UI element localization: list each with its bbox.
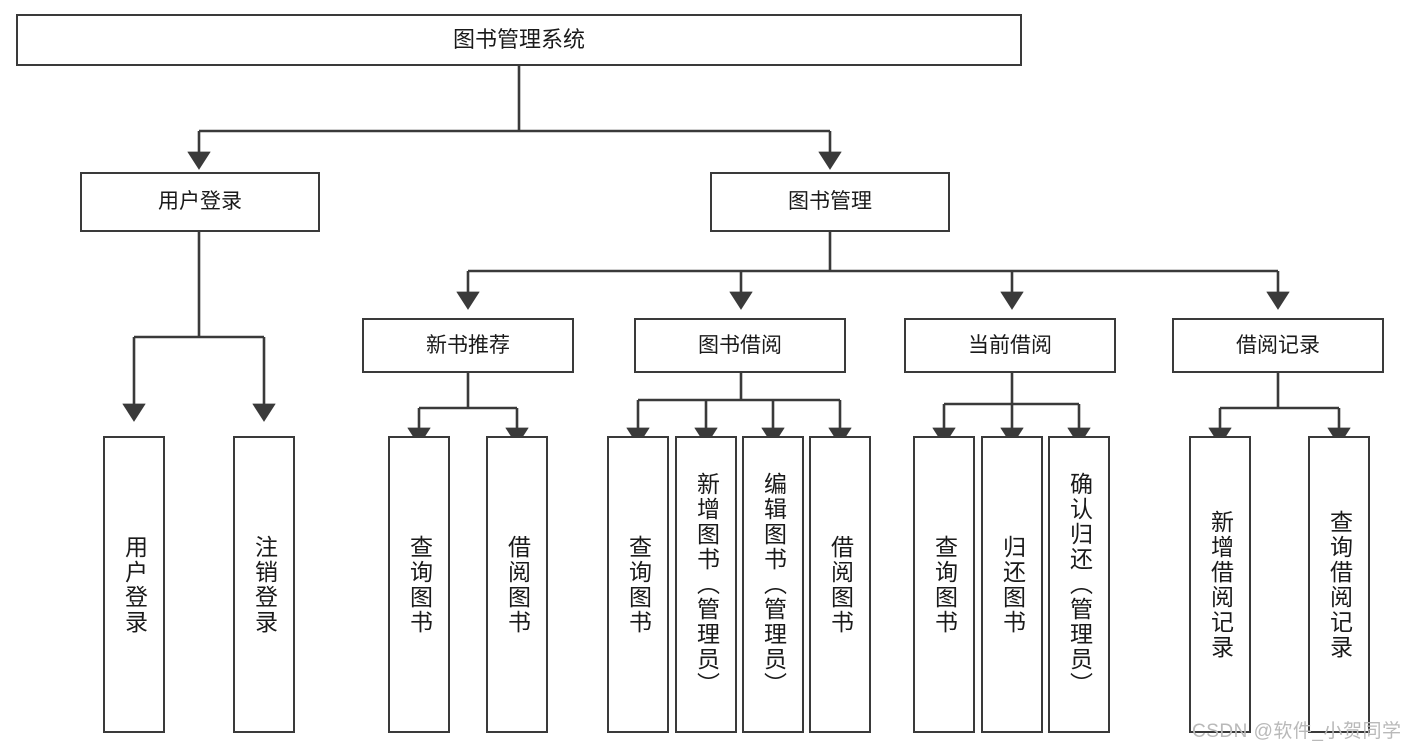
- node-leaf-borrow-book-1[interactable]: 借阅图书: [486, 436, 548, 733]
- node-user-login-label: 用户登录: [158, 190, 242, 214]
- node-leaf-query-book-3-label: 查询图书: [931, 534, 958, 635]
- node-leaf-query-record-label: 查询借阅记录: [1326, 509, 1353, 660]
- node-leaf-add-book[interactable]: 新增图书（管理员）: [675, 436, 737, 733]
- node-leaf-logout-label: 注销登录: [251, 534, 278, 635]
- node-leaf-add-record-label: 新增借阅记录: [1207, 509, 1234, 660]
- node-leaf-user-login-label: 用户登录: [121, 534, 148, 635]
- node-leaf-edit-book-label: 编辑图书（管理员）: [760, 472, 787, 697]
- node-leaf-query-book-1[interactable]: 查询图书: [388, 436, 450, 733]
- node-leaf-borrow-book-2[interactable]: 借阅图书: [809, 436, 871, 733]
- node-leaf-borrow-book-1-label: 借阅图书: [504, 534, 531, 635]
- node-leaf-add-book-label: 新增图书（管理员）: [693, 472, 720, 697]
- node-borrow-record[interactable]: 借阅记录: [1172, 318, 1384, 373]
- node-user-login[interactable]: 用户登录: [80, 172, 320, 232]
- node-current-borrow[interactable]: 当前借阅: [904, 318, 1116, 373]
- node-leaf-query-book-3[interactable]: 查询图书: [913, 436, 975, 733]
- node-new-book-rec[interactable]: 新书推荐: [362, 318, 574, 373]
- node-leaf-return-book[interactable]: 归还图书: [981, 436, 1043, 733]
- node-current-borrow-label: 当前借阅: [968, 333, 1052, 357]
- node-leaf-confirm-return[interactable]: 确认归还（管理员）: [1048, 436, 1110, 733]
- node-root[interactable]: 图书管理系统: [16, 14, 1022, 66]
- node-leaf-query-record[interactable]: 查询借阅记录: [1308, 436, 1370, 733]
- node-leaf-query-book-1-label: 查询图书: [406, 534, 433, 635]
- node-leaf-query-book-2[interactable]: 查询图书: [607, 436, 669, 733]
- node-leaf-logout[interactable]: 注销登录: [233, 436, 295, 733]
- node-book-borrow-label: 图书借阅: [698, 333, 782, 357]
- node-book-manage-label: 图书管理: [788, 190, 872, 214]
- node-leaf-user-login[interactable]: 用户登录: [103, 436, 165, 733]
- node-leaf-borrow-book-2-label: 借阅图书: [827, 534, 854, 635]
- node-book-manage[interactable]: 图书管理: [710, 172, 950, 232]
- node-leaf-edit-book[interactable]: 编辑图书（管理员）: [742, 436, 804, 733]
- node-book-borrow[interactable]: 图书借阅: [634, 318, 846, 373]
- node-leaf-return-book-label: 归还图书: [999, 534, 1026, 635]
- node-root-label: 图书管理系统: [452, 26, 585, 52]
- node-leaf-add-record[interactable]: 新增借阅记录: [1189, 436, 1251, 733]
- node-new-book-rec-label: 新书推荐: [426, 333, 510, 357]
- node-borrow-record-label: 借阅记录: [1236, 333, 1320, 357]
- node-leaf-confirm-return-label: 确认归还（管理员）: [1066, 472, 1093, 697]
- node-leaf-query-book-2-label: 查询图书: [625, 534, 652, 635]
